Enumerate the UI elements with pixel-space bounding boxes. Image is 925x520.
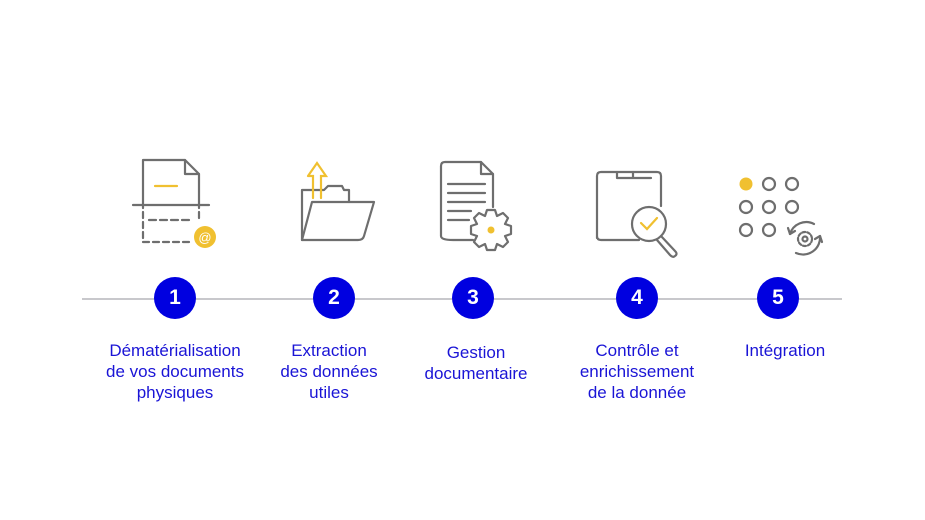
label-line: de vos documents — [106, 362, 244, 381]
label-line: Extraction — [291, 341, 367, 360]
label-line: de la donnée — [587, 383, 687, 402]
svg-text:@: @ — [198, 230, 211, 245]
label-line: Contrôle et — [595, 341, 679, 360]
step-number-4: 4 — [616, 277, 658, 319]
step-number-1: 1 — [154, 277, 196, 319]
dots-sync-gear-icon — [728, 150, 828, 270]
scan-document-icon: @ — [125, 150, 225, 270]
document-gear-icon — [423, 150, 523, 270]
step-number-3: 3 — [452, 277, 494, 319]
folder-check-magnifier-icon — [587, 150, 687, 270]
step-label-3: Gestion documentaire — [376, 342, 576, 384]
label-line: des données — [280, 362, 378, 381]
label-line: physiques — [136, 383, 214, 402]
label-line: enrichissement — [579, 362, 695, 381]
folder-upload-icon — [284, 150, 384, 270]
label-line: utiles — [309, 383, 349, 402]
label-line: documentaire — [424, 364, 528, 383]
step-label-5: Intégration — [685, 340, 885, 361]
step-label-2: Extraction des données utiles — [229, 340, 429, 403]
step-label-4: Contrôle et enrichissement de la donnée — [537, 340, 737, 403]
step-number-5: 5 — [757, 277, 799, 319]
label-line: Dématérialisation — [109, 341, 241, 360]
step-number-2: 2 — [313, 277, 355, 319]
label-line: Gestion — [446, 343, 506, 362]
step-label-1: Dématérialisation de vos documents physi… — [75, 340, 275, 403]
label-line: Intégration — [744, 341, 826, 360]
